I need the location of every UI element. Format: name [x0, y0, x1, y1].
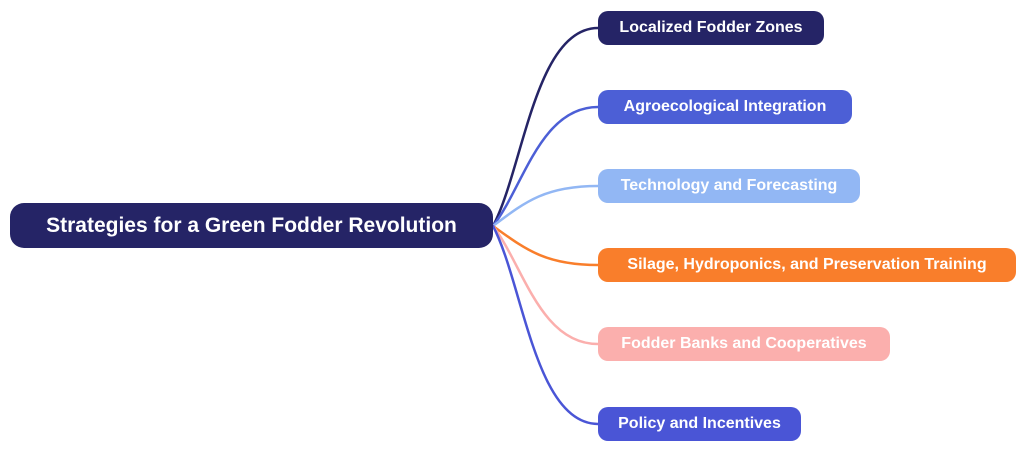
branch-node-localized-fodder-zones[interactable]: Localized Fodder Zones	[598, 11, 824, 45]
root-node-label: Strategies for a Green Fodder Revolution	[46, 213, 457, 237]
edge-fodder-banks	[491, 224, 600, 346]
edge-policy-and-incentives	[491, 224, 600, 426]
branch-node-label: Agroecological Integration	[623, 98, 827, 115]
branch-node-policy-and-incentives[interactable]: Policy and Incentives	[598, 407, 801, 441]
branch-node-label: Technology and Forecasting	[620, 177, 838, 194]
branch-node-technology-and-forecasting[interactable]: Technology and Forecasting	[598, 169, 860, 203]
branch-node-agroecological-integration[interactable]: Agroecological Integration	[598, 90, 852, 124]
branch-node-fodder-banks[interactable]: Fodder Banks and Cooperatives	[598, 327, 890, 361]
edge-localized-fodder-zones	[491, 26, 600, 228]
root-node-strategies[interactable]: Strategies for a Green Fodder Revolution	[10, 203, 493, 248]
branch-node-silage-hydroponics[interactable]: Silage, Hydroponics, and Preservation Tr…	[598, 248, 1016, 282]
branch-node-label: Policy and Incentives	[618, 415, 781, 432]
edge-silage-hydroponics	[491, 224, 600, 267]
edge-technology-and-forecasting	[491, 184, 600, 228]
branch-node-label: Fodder Banks and Cooperatives	[621, 335, 867, 352]
branch-node-label: Localized Fodder Zones	[619, 19, 803, 36]
edge-agroecological-integration	[491, 105, 600, 228]
branch-node-label: Silage, Hydroponics, and Preservation Tr…	[627, 256, 987, 273]
